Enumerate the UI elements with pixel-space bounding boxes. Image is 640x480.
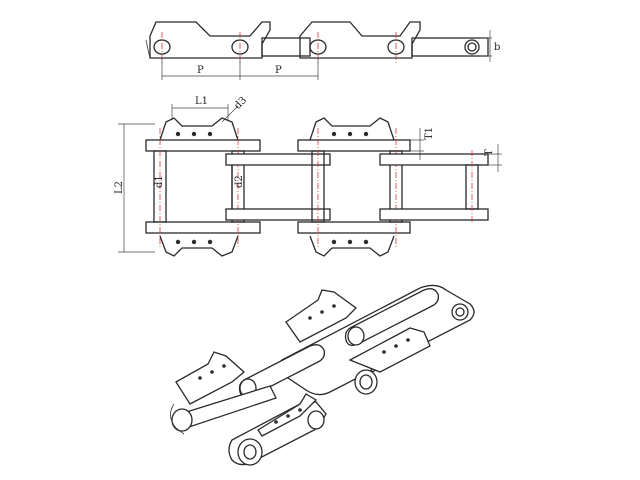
attachment-thickness-label: T1 [424, 127, 435, 140]
iso-attachment-back-left [175, 351, 245, 405]
pin-diameter-label: d2 [234, 175, 245, 188]
bolt-hole [175, 131, 181, 137]
inner-plate-top-2 [379, 153, 489, 166]
iso-pin-cap-front [307, 410, 325, 430]
iso-bolt-hole [274, 420, 278, 424]
bolt-hole [207, 131, 213, 137]
plate-bottom-right [297, 221, 411, 234]
bolt-hole [191, 239, 197, 245]
plate-bottom-left [145, 221, 261, 234]
iso-bolt-hole [222, 364, 226, 368]
inner-link-2 [379, 150, 489, 224]
pitch-label-1: P [197, 65, 204, 76]
bolt-hole [347, 131, 353, 137]
bolt-hole [331, 131, 337, 137]
overall-width-label: L2 [114, 181, 125, 194]
bolt-hole [331, 239, 337, 245]
isometric-view [170, 284, 475, 466]
iso-roller-front-left-inner [243, 444, 257, 460]
bolt-hole [347, 239, 353, 245]
side-end-pin [467, 42, 477, 52]
plate-thickness-label: T [484, 149, 495, 156]
iso-bolt-hole [198, 376, 202, 380]
bolt-hole [175, 239, 181, 245]
outer-link-right [297, 117, 411, 257]
side-plate-left [149, 21, 271, 59]
side-end-hole [464, 39, 480, 55]
iso-pin-cap [347, 326, 365, 346]
iso-bolt-hole [406, 338, 410, 342]
inner-link-1: d2 [225, 153, 331, 221]
iso-bolt-hole [394, 344, 398, 348]
iso-roller-end-left [171, 408, 193, 432]
bolt-hole [191, 131, 197, 137]
bolt-hole [363, 239, 369, 245]
side-inner-plate-2 [411, 37, 489, 57]
iso-attachment-back-right [285, 289, 357, 343]
roller-diameter-label: d1 [154, 175, 165, 188]
attachment-top-right [309, 117, 395, 141]
inner-plate-bottom-1 [225, 208, 331, 221]
iso-attachment-front-right [348, 327, 431, 373]
iso-pin-end [451, 303, 469, 321]
iso-bolt-hole [286, 414, 290, 418]
iso-roller-end-right [354, 369, 378, 395]
side-view: P P b [145, 21, 500, 80]
iso-plate-edge-left [170, 403, 185, 435]
pitch-label-2: P [275, 65, 282, 76]
bolt-hole [207, 239, 213, 245]
side-inner-plate-1 [261, 37, 311, 57]
plan-view: L2 L1 d3 d1 [114, 95, 502, 257]
iso-bolt-hole [210, 370, 214, 374]
bolt-hole [363, 131, 369, 137]
inner-plate-bottom-2 [379, 208, 489, 221]
iso-pin-end-inner [455, 307, 465, 317]
iso-pin-upper [344, 288, 440, 346]
iso-bolt-hole [332, 304, 336, 308]
plate-height-label: b [494, 42, 500, 53]
side-plate-right [299, 21, 421, 59]
plate-top-right [297, 139, 411, 152]
outer-link-left: d1 [145, 117, 261, 257]
attachment-top-left [159, 117, 239, 141]
attachment-bottom-right [309, 235, 395, 257]
iso-bolt-hole [382, 350, 386, 354]
attachment-bottom-left [159, 235, 239, 257]
inner-plate-top-1 [225, 153, 331, 166]
iso-roller-end-right-inner [359, 374, 373, 390]
iso-bolt-hole [308, 316, 312, 320]
plate-top-left [145, 139, 261, 152]
side-plate-edge [145, 39, 151, 59]
attachment-length-label: L1 [195, 96, 208, 107]
iso-bolt-hole [320, 310, 324, 314]
iso-bolt-hole [298, 408, 302, 412]
iso-roller-front-left [237, 438, 263, 466]
